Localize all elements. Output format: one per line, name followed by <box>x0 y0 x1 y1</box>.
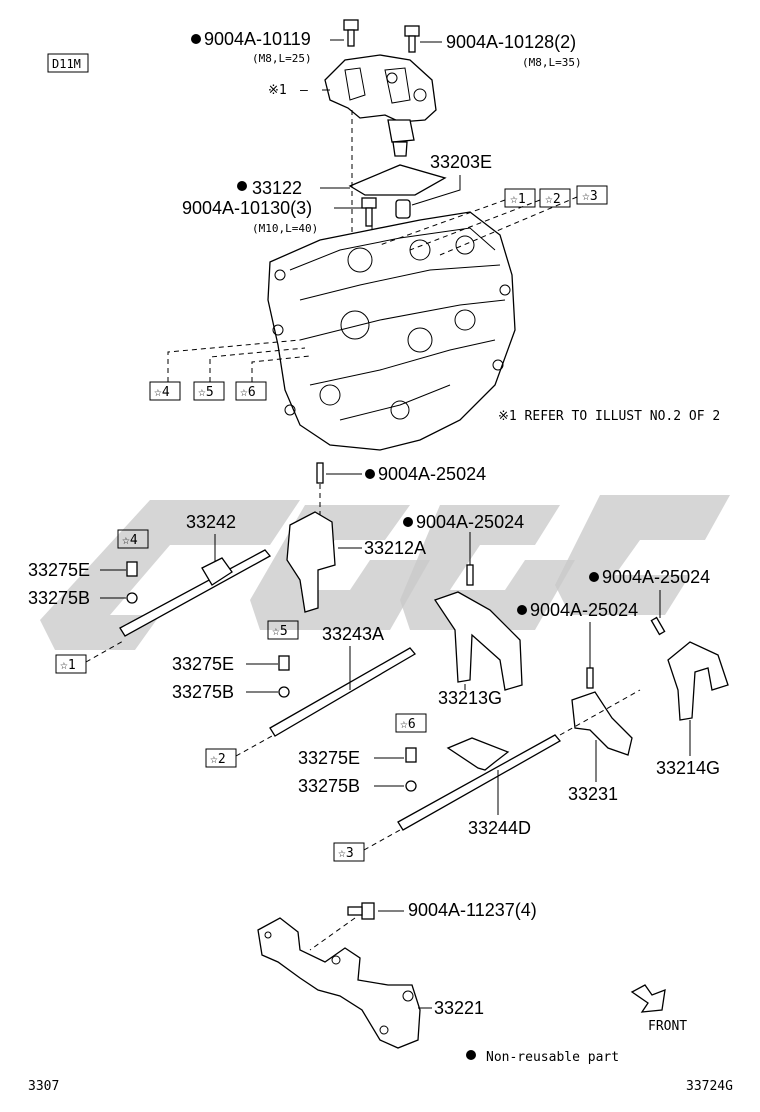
bolt-icon <box>343 19 359 47</box>
detent-spring-icon <box>278 655 290 671</box>
spring-pin-icon <box>466 564 474 586</box>
illustration-code: 33724G <box>686 1079 733 1094</box>
part-label-9004a-10128: 9004A-10128(2) <box>446 32 576 52</box>
non-reusable-dot-icon <box>589 572 599 582</box>
shift-fork-33212a <box>286 511 336 613</box>
part-label-33212a: 33212A <box>364 538 426 558</box>
non-reusable-dot-icon <box>191 34 201 44</box>
bolt-icon <box>347 902 375 920</box>
part-spec-9004a-10119: (M8,L=25) <box>252 52 312 65</box>
part-label-33213g: 33213G <box>438 688 502 708</box>
refer-note: ※1 REFER TO ILLUST NO.2 OF 2 <box>498 409 720 424</box>
detent-ball-icon <box>405 780 417 792</box>
part-label-9004a-25024-c: 9004A-25024 <box>530 600 638 620</box>
non-reusable-dot-icon <box>237 181 247 191</box>
engine-code-box <box>47 53 89 73</box>
part-label-9004a-11237: 9004A-11237(4) <box>408 900 537 920</box>
spring-pin-icon <box>650 616 666 636</box>
star-tag-4-box <box>149 381 181 401</box>
shift-fork-33214g <box>667 641 729 721</box>
star-tag-5-inline-box <box>267 620 299 640</box>
part-label-33122: 33122 <box>252 178 302 198</box>
part-label-9004a-25024-a: 9004A-25024 <box>378 464 486 484</box>
part-spec-9004a-10128: (M8,L=35) <box>522 56 582 69</box>
star-tag-4-inline: ☆4 <box>122 533 138 548</box>
star-tag-3: ☆3 <box>582 189 598 204</box>
star-tag-3-lower: ☆3 <box>338 846 354 861</box>
star-tag-1-box <box>504 188 536 208</box>
part-label-33275b-3: 33275B <box>298 776 360 796</box>
part-label-33231: 33231 <box>568 784 618 804</box>
detent-ball-icon <box>278 686 290 698</box>
star-tag-3-lower-box <box>333 842 365 862</box>
shift-control-cover <box>324 54 437 157</box>
star-tag-5-box <box>193 381 225 401</box>
spring-pin-icon <box>586 667 594 689</box>
star-tag-3-box <box>576 185 608 205</box>
part-spec-9004a-10130: (M10,L=40) <box>252 222 318 235</box>
bolt-icon <box>404 25 420 53</box>
shift-bracket-33221 <box>257 917 421 1049</box>
non-reusable-dot-icon <box>466 1050 476 1060</box>
detent-spring-icon <box>126 561 138 577</box>
bolt-icon <box>361 197 377 227</box>
star-tag-6-inline: ☆6 <box>400 717 416 732</box>
part-label-33275e-1: 33275E <box>28 560 90 580</box>
shift-fork-33213g <box>433 591 523 691</box>
shift-head-33231 <box>571 691 633 756</box>
star-tag-1-lower-box <box>55 654 87 674</box>
shift-shaft-2 <box>269 647 416 737</box>
part-label-33275b-1: 33275B <box>28 588 90 608</box>
star-tag-4-inline-box <box>117 529 149 549</box>
star-tag-5-inline: ☆5 <box>272 624 288 639</box>
part-label-33244d: 33244D <box>468 818 531 838</box>
part-label-33203e: 33203E <box>430 152 492 172</box>
part-label-33214g: 33214G <box>656 758 720 778</box>
non-reusable-dot-icon <box>403 517 413 527</box>
star-tag-6: ☆6 <box>240 385 256 400</box>
front-arrow-icon <box>630 984 666 1013</box>
page-number: 3307 <box>28 1079 59 1094</box>
part-label-33221: 33221 <box>434 998 484 1018</box>
shift-shaft-3 <box>397 734 561 831</box>
part-label-33275e-3: 33275E <box>298 748 360 768</box>
star-tag-5: ☆5 <box>198 385 214 400</box>
part-label-33242: 33242 <box>186 512 236 532</box>
star-tag-2-lower-box <box>205 748 237 768</box>
part-label-9004a-25024-b: 9004A-25024 <box>416 512 524 532</box>
non-reusable-dot-icon <box>517 605 527 615</box>
star-tag-2: ☆2 <box>545 192 561 207</box>
refer-mark-label: ※1 <box>268 83 287 98</box>
shift-shaft-1 <box>119 549 272 637</box>
spring-pin-icon <box>316 462 324 484</box>
part-label-33243a: 33243A <box>322 624 384 644</box>
part-label-9004a-10130: 9004A-10130(3) <box>182 198 312 218</box>
detent-ball-icon <box>126 592 138 604</box>
transmission-case <box>267 211 516 451</box>
star-tag-2-box <box>539 188 571 208</box>
star-tag-2-lower: ☆2 <box>210 752 226 767</box>
non-reusable-dot-icon <box>365 469 375 479</box>
detent-spring-icon <box>405 747 417 763</box>
star-tag-6-box <box>235 381 267 401</box>
engine-code-label: D11M <box>52 57 81 71</box>
part-label-33275e-2: 33275E <box>172 654 234 674</box>
part-label-33275b-2: 33275B <box>172 682 234 702</box>
front-label: FRONT <box>648 1019 687 1034</box>
legend-text: Non-reusable part <box>486 1050 619 1065</box>
star-tag-6-inline-box <box>395 713 427 733</box>
cover-gasket <box>348 164 447 196</box>
part-label-9004a-10119: 9004A-10119 <box>204 29 311 49</box>
svg-text:—: — <box>300 83 308 98</box>
shift-lever-pin <box>395 199 411 219</box>
star-tag-4: ☆4 <box>154 385 170 400</box>
part-label-9004a-25024-d: 9004A-25024 <box>602 567 710 587</box>
star-tag-1: ☆1 <box>510 192 526 207</box>
star-tag-1-lower: ☆1 <box>60 658 76 673</box>
